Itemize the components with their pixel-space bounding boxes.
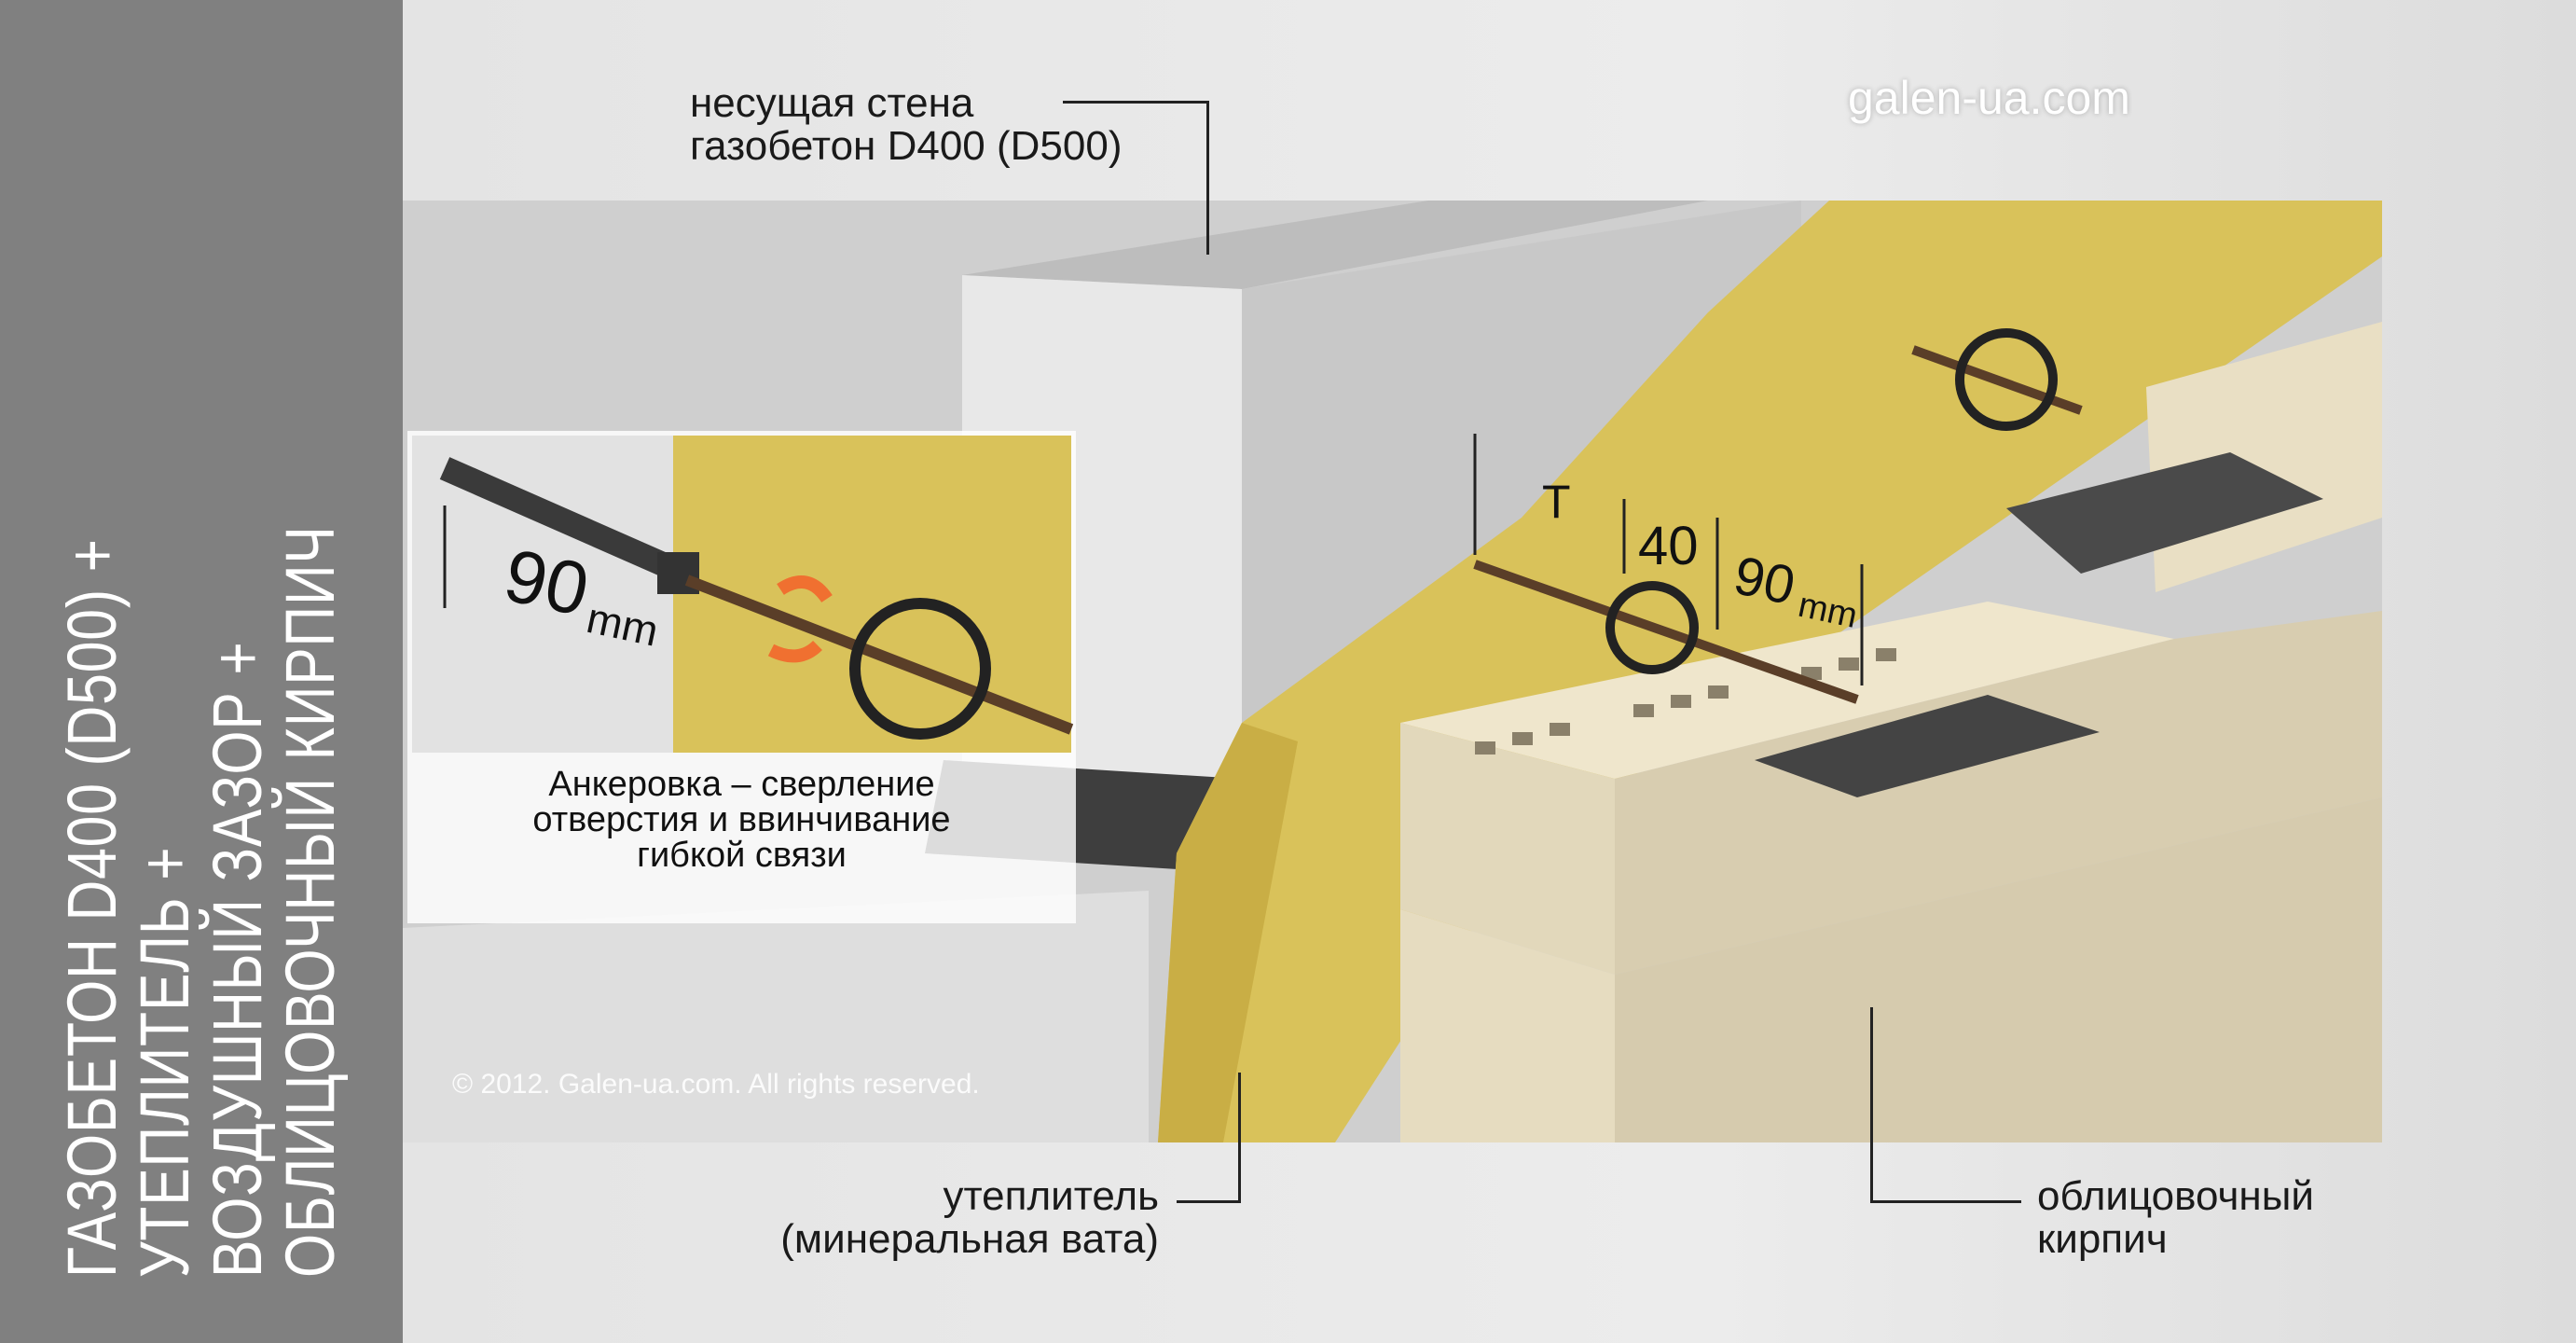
insulation-leader-line: [1238, 1073, 1241, 1203]
insulation-leader-line: [1177, 1200, 1240, 1203]
anchor-detail-illustration: 90 mm: [412, 436, 1074, 753]
brick-face: [1400, 909, 1615, 1142]
inset-caption: Анкеровка – сверление отверстия и ввинчи…: [407, 767, 1076, 873]
anchor-screw: [439, 457, 683, 582]
brick-mortar: [2006, 452, 2323, 574]
brick-mortar: [1755, 695, 2100, 797]
aerated-block-lower: [403, 891, 1149, 1142]
brick-label-line2: кирпич: [2037, 1216, 2168, 1262]
flexible-tie: [684, 575, 1074, 735]
brick-leader-line: [1872, 1200, 2021, 1203]
tie-washer: [1955, 328, 2058, 431]
rotation-arrow-icon: [767, 640, 822, 663]
inset-block: [412, 436, 673, 753]
dimension-t: T: [1542, 476, 1571, 528]
brick-hole: [1633, 704, 1654, 717]
site-watermark: galen-ua.com: [1848, 72, 2130, 124]
title-line: УТЕПЛИТЕЛЬ +: [126, 846, 203, 1278]
dimension-gap: 40: [1638, 516, 1699, 576]
inset-depth: 90: [497, 533, 596, 632]
wall-label-line1: несущая стена: [690, 80, 974, 126]
title-line: ОБЛИЦОВОЧНЫЙ КИРПИЧ: [271, 525, 349, 1278]
tie-washer: [1605, 581, 1699, 674]
brick-face: [1400, 723, 1615, 975]
brick-hole: [1876, 648, 1896, 661]
title-line: ГАЗОБЕТОН D400 (D500) +: [53, 538, 131, 1278]
brick-face: [1615, 611, 2382, 975]
wall-leader-line: [1206, 101, 1209, 255]
brick-hole: [1475, 741, 1495, 755]
aerated-block-top: [962, 201, 1708, 289]
caption-line: отверстия и ввинчивание: [532, 800, 951, 839]
facing-bricks: [1400, 322, 2382, 1142]
brick-hole: [1671, 695, 1691, 708]
title-line: ВОЗДУШНЫЙ ЗАЗОР +: [199, 641, 276, 1278]
tie-washer: [849, 598, 991, 740]
brick-face: [1400, 602, 2174, 779]
copyright: © 2012. Galen-ua.com. All rights reserve…: [452, 1069, 980, 1100]
insulation-label-line1: утеплитель: [943, 1173, 1159, 1219]
dimension-depth: 90: [1729, 545, 1800, 616]
insulation-label-line2: (минеральная вата): [780, 1216, 1159, 1262]
rotation-arrow-icon: [777, 575, 833, 603]
brick-leader-line: [1870, 1007, 1873, 1203]
brick-face: [1615, 797, 2382, 1142]
wall-leader-line: [1063, 101, 1208, 104]
title-panel: ГАЗОБЕТОН D400 (D500) + УТЕПЛИТЕЛЬ + ВОЗ…: [0, 0, 403, 1343]
brick-label-line1: облицовочный: [2037, 1173, 2314, 1219]
flexible-tie: [1473, 560, 1859, 704]
anchoring-inset: 90 mm Анкеровка – сверление отверстия и …: [407, 431, 1076, 923]
brick-hole: [1550, 723, 1570, 736]
brick-holes: [1475, 648, 1896, 755]
caption-line: гибкой связи: [637, 836, 847, 875]
brick-label: облицовочный кирпич: [2037, 1175, 2314, 1261]
insulation-label: утеплитель (минеральная вата): [739, 1175, 1159, 1261]
insulation-edge: [1158, 723, 1298, 1142]
brick-hole: [1512, 732, 1533, 745]
wall-label: несущая стена газобетон D400 (D500): [690, 82, 1122, 168]
wall-label-line2: газобетон D400 (D500): [690, 123, 1123, 169]
caption-line: Анкеровка – сверление: [548, 765, 935, 804]
brick-hole: [1708, 685, 1729, 699]
brick-hole: [1839, 658, 1859, 671]
